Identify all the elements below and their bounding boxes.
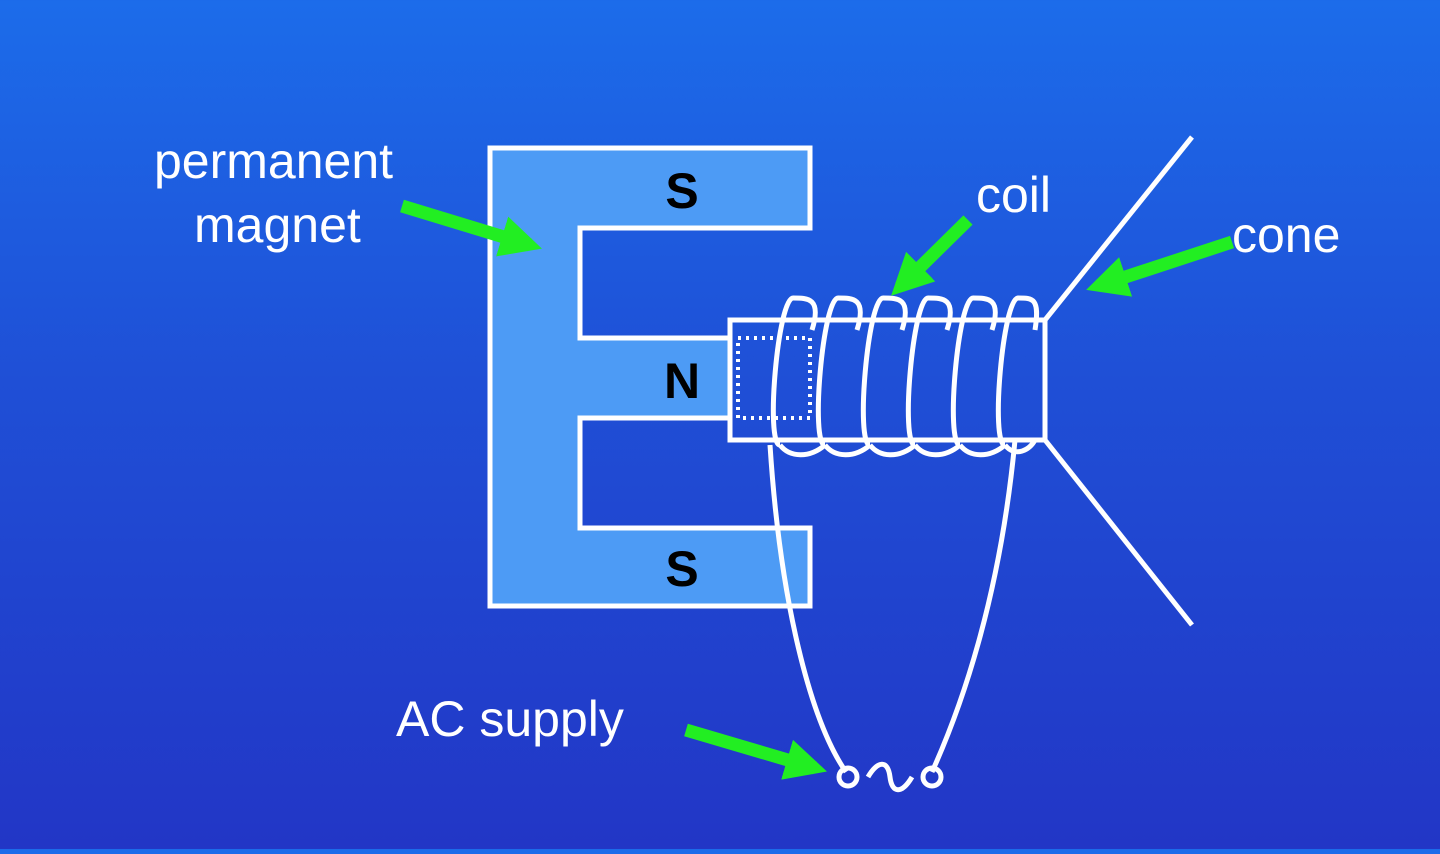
arrow-permanent-magnet [400, 199, 542, 257]
permanent-magnet-label-line1: permanent [154, 133, 394, 189]
permanent-magnet-label-line2: magnet [194, 197, 361, 253]
lead-wire-left [767, 444, 849, 774]
ac-supply-symbol [836, 761, 944, 793]
coil-label: coil [976, 167, 1052, 223]
arrow-cone [1086, 235, 1235, 297]
hidden-pole-piece [736, 336, 812, 420]
pole-label-middle: N [664, 353, 700, 409]
pole-label-bottom: S [665, 541, 698, 597]
ac-supply-label: AC supply [396, 691, 624, 747]
cone-upper-edge [1043, 135, 1194, 322]
pole-label-top: S [665, 163, 698, 219]
cone-lower-edge [1043, 438, 1194, 627]
cone-label: cone [1232, 207, 1341, 263]
coil-windings [770, 295, 1040, 458]
coil-former [727, 317, 1048, 443]
arrow-coil [891, 215, 973, 296]
permanent-magnet [487, 145, 813, 609]
lead-wire-right [929, 439, 1018, 774]
arrow-ac-supply [684, 723, 827, 780]
